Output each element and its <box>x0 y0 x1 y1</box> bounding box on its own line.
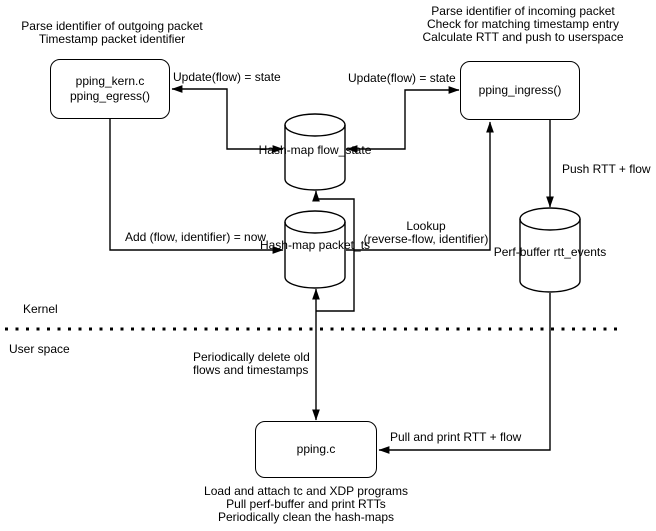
pping-node-label: pping.c <box>296 442 336 456</box>
delete-edge-label: Periodically delete old flows and timest… <box>193 350 310 377</box>
edge-egress-packetts <box>109 118 284 254</box>
egress-node-line2: pping_egress() <box>69 89 151 103</box>
edge-perfbuffer-pping-pull <box>378 293 551 454</box>
egress-annotation: Parse identifier of outgoing packet Time… <box>21 19 203 46</box>
ingress-node-label: pping_ingress() <box>478 83 562 97</box>
push-edge-label: Push RTT + flow <box>562 162 651 176</box>
pull-edge-label: Pull and print RTT + flow <box>390 430 522 444</box>
egress-node-line1: pping_kern.c <box>75 74 145 88</box>
pping-annotation: Load and attach tc and XDP programs Pull… <box>204 484 408 524</box>
add-edge-label: Add (flow, identifier) = now <box>125 230 267 244</box>
update-egress-edge-label: Update(flow) = state <box>173 70 281 84</box>
kernel-region-label: Kernel <box>23 302 58 316</box>
update-ingress-edge-label: Update(flow) = state <box>348 71 456 85</box>
user-space-region-label: User space <box>9 342 70 356</box>
ingress-annotation: Parse identifier of incoming packet Chec… <box>422 4 624 44</box>
rtt-events-label: Perf-buffer rtt_events <box>493 245 607 259</box>
pping-ingress-node: pping_ingress() <box>460 61 580 120</box>
lookup-edge-label: Lookup (reverse-flow, identifier) <box>363 219 489 246</box>
flow-state-cylinder <box>284 113 346 191</box>
edge-pping-flowstate-delete <box>312 190 355 312</box>
flow-state-label: Hash-map flow_state <box>258 143 372 157</box>
packet-ts-cylinder <box>284 210 346 289</box>
pping-c-node: pping.c <box>255 421 377 478</box>
edge-egress-flowstate <box>171 85 284 153</box>
pping-kern-egress-node: pping_kern.c pping_egress() <box>50 59 170 119</box>
rtt-events-cylinder <box>519 207 581 293</box>
packet-ts-label: Hash-map packet_ts <box>259 238 371 252</box>
edge-packetts-ingress-lookup <box>346 121 494 251</box>
edge-ingress-flowstate <box>346 86 460 153</box>
